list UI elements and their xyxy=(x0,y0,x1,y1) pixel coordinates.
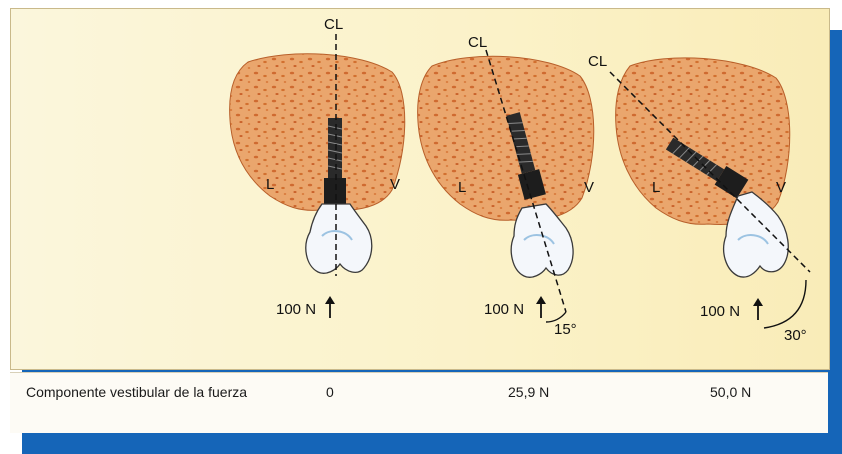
cl-label-1: CL xyxy=(324,16,343,33)
force-label-2: 100 N xyxy=(484,301,524,318)
force-arrow-1 xyxy=(325,296,335,318)
force-value-15: 25,9 N xyxy=(508,384,549,400)
force-arrow-2 xyxy=(536,296,546,318)
force-value-0: 0 xyxy=(326,384,334,400)
vestibular-label-2: V xyxy=(584,179,594,196)
lingual-label-3: L xyxy=(652,179,660,196)
vestibular-label-1: V xyxy=(390,176,400,193)
force-arrow-3 xyxy=(753,298,763,320)
force-label-1: 100 N xyxy=(276,301,316,318)
bone-section-1 xyxy=(230,54,405,211)
force-value-30: 50,0 N xyxy=(710,384,751,400)
angle-label-2: 15° xyxy=(554,321,577,338)
panel-2: CL L V 100 N 15° xyxy=(418,34,594,338)
crown-1 xyxy=(306,204,372,273)
panel-1: CL L V 100 N xyxy=(230,16,405,318)
bone-section-2 xyxy=(418,56,594,220)
crown-2 xyxy=(511,204,573,277)
angle-arc-3 xyxy=(764,280,806,328)
lingual-label-1: L xyxy=(266,176,274,193)
lingual-label-2: L xyxy=(458,179,466,196)
angle-label-3: 30° xyxy=(784,327,807,344)
cl-label-2: CL xyxy=(468,34,487,51)
force-label-3: 100 N xyxy=(700,303,740,320)
vestibular-label-3: V xyxy=(776,179,786,196)
cl-label-3: CL xyxy=(588,53,607,70)
panel-3: CL L V 100 N 30° xyxy=(588,53,810,344)
bone-section-3 xyxy=(616,58,790,225)
force-component-bar xyxy=(10,372,828,433)
force-component-label: Componente vestibular de la fuerza xyxy=(26,384,247,400)
